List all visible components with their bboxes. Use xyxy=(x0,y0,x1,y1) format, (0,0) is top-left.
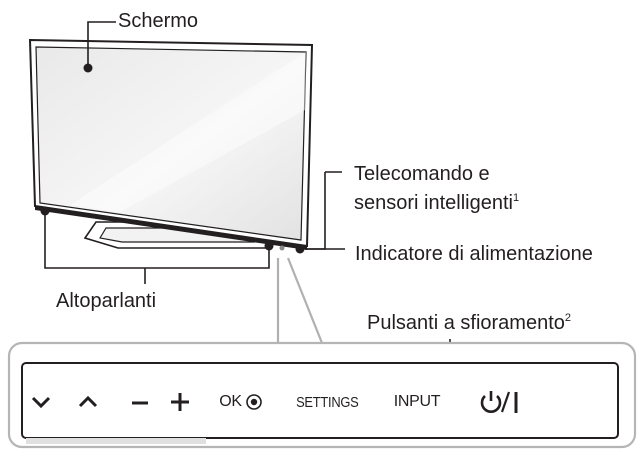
plus-icon xyxy=(171,393,189,411)
volume-up-button[interactable] xyxy=(165,382,195,422)
channel-up-button[interactable] xyxy=(73,382,103,422)
settings-button[interactable]: SETTINGS xyxy=(288,382,366,422)
screen-leader xyxy=(87,21,116,68)
chevron-down-icon xyxy=(31,396,51,409)
label-speakers: Altoparlanti xyxy=(56,290,157,312)
chevron-up-icon xyxy=(78,395,98,408)
label-remote-sensors-1: Telecomando e xyxy=(354,163,490,185)
label-remote-sensors-2: sensori intelligenti1 xyxy=(354,192,520,214)
power-icon xyxy=(480,391,518,413)
footnote-1: 1 xyxy=(512,192,520,204)
volume-down-button[interactable] xyxy=(125,382,155,422)
settings-label: SETTINGS xyxy=(295,393,359,411)
label-power-indicator: Indicatore di alimentazione xyxy=(355,243,593,265)
input-label: INPUT xyxy=(393,393,441,410)
input-button[interactable]: INPUT xyxy=(388,382,446,422)
label-screen: Schermo xyxy=(118,10,199,32)
panel-callout xyxy=(276,257,324,344)
label-touch-buttons: Pulsanti a sfioramento2 xyxy=(367,312,572,334)
ok-button[interactable]: OK xyxy=(212,382,270,422)
power-button[interactable] xyxy=(474,382,530,422)
speakers-bracket xyxy=(44,211,270,269)
footnote-2: 2 xyxy=(564,312,572,324)
tv-body xyxy=(28,38,314,250)
minus-icon xyxy=(132,401,148,405)
ok-dot-icon xyxy=(245,394,262,410)
channel-down-button[interactable] xyxy=(26,382,56,422)
ok-label: OK xyxy=(219,393,242,410)
button-panel-strip xyxy=(21,362,619,439)
